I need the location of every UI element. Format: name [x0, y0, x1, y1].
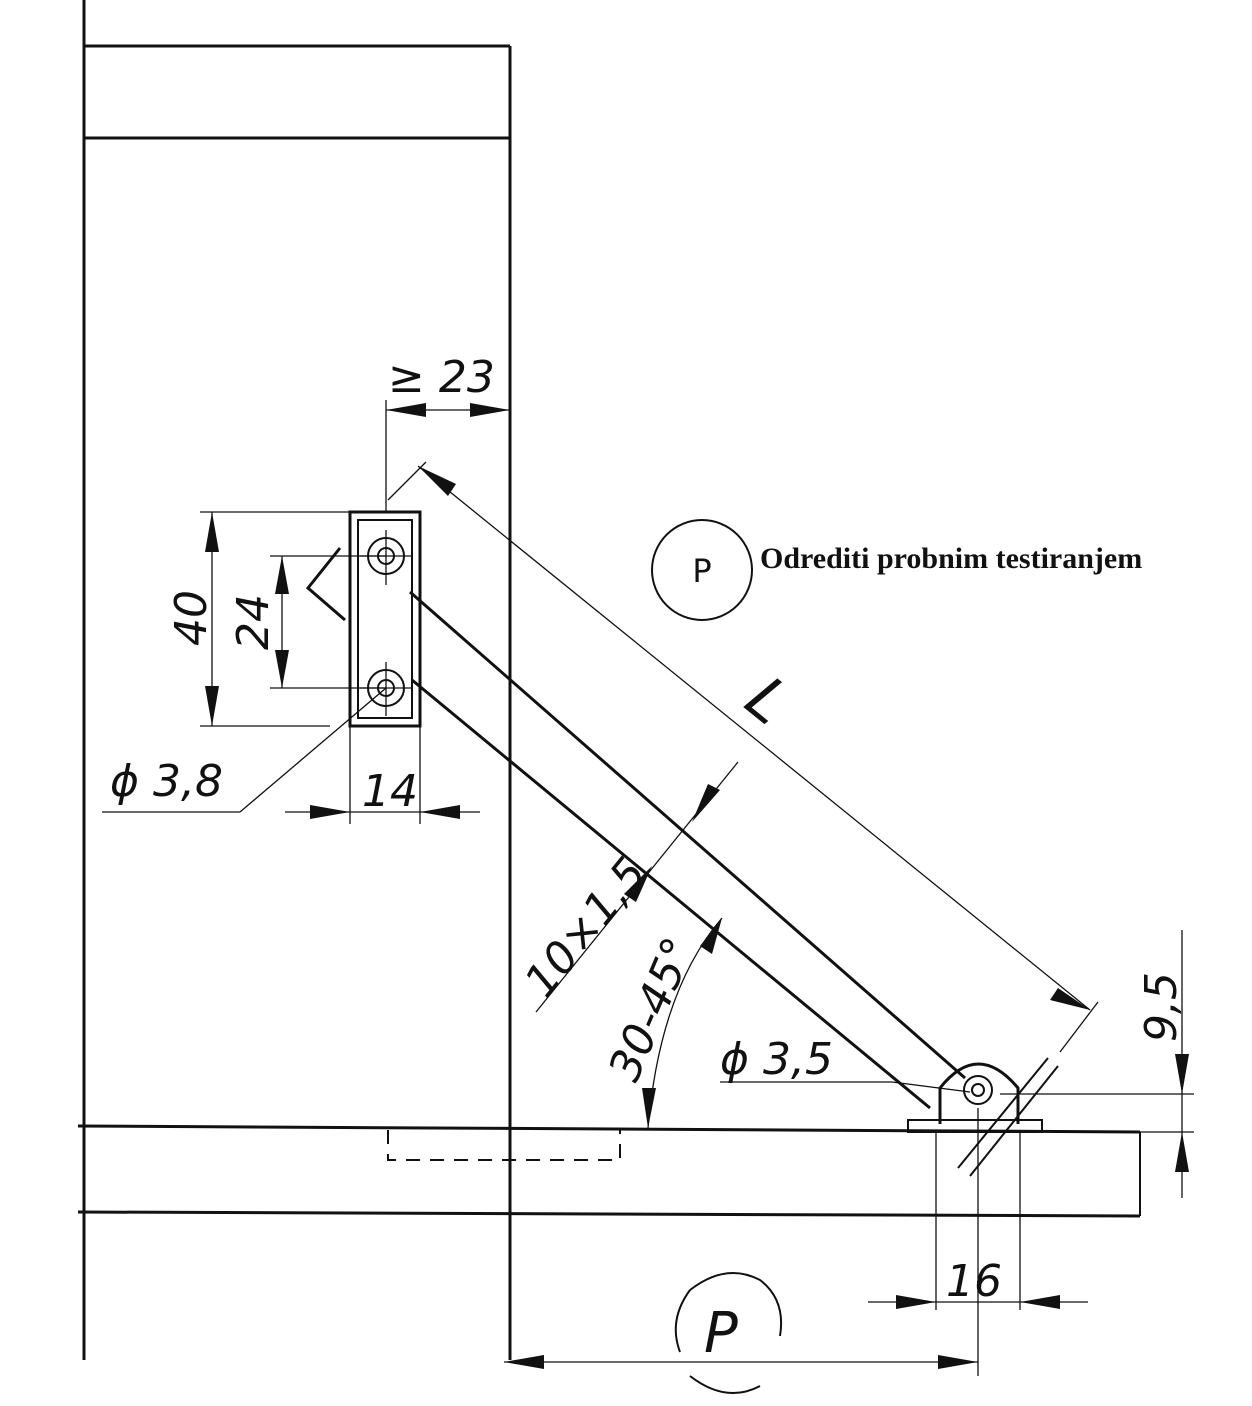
- legend-symbol: P: [692, 552, 711, 590]
- dim-hole-diameter-top: [102, 687, 387, 813]
- dim-bracket-height: [200, 511, 350, 727]
- dim-pivot-height: [1000, 930, 1194, 1198]
- dim-hole-diameter-bottom: [720, 1081, 971, 1093]
- dim-position: [504, 1108, 979, 1394]
- bracket-height-text: 40: [166, 590, 217, 646]
- legend: [651, 519, 753, 621]
- legend-text: Odrediti probnim testiranjem: [760, 542, 1142, 575]
- pivot-height-text: 9,5: [1136, 972, 1187, 1042]
- hole-spacing-text: 24: [228, 594, 279, 650]
- dim-hole-spacing: [270, 555, 386, 689]
- upper-bracket: [348, 510, 422, 728]
- dim-length: [387, 461, 1099, 1053]
- hole-diameter-top-text: ϕ 3,8: [110, 756, 223, 807]
- base-width-text: 16: [946, 1256, 1002, 1307]
- lower-pivot: [907, 1057, 1059, 1177]
- dim-angle: [642, 917, 723, 1129]
- length-text: L: [733, 663, 803, 738]
- min-offset-text: ≥ 23: [388, 352, 495, 403]
- bracket-width-text: 14: [362, 766, 418, 817]
- angle-text: 30-45°: [599, 930, 705, 1088]
- hole-diameter-bottom-text: ϕ 3,5: [720, 1034, 833, 1085]
- stay-bar: [305, 547, 966, 1110]
- dim-bracket-width: [285, 726, 480, 824]
- dim-min-offset: ≥ 23: [385, 400, 510, 512]
- cabinet-panel: [82, 0, 512, 1360]
- legend-symbol-circle: [651, 519, 753, 621]
- dim-bar-section: [535, 761, 739, 1013]
- position-symbol-text: P: [704, 1301, 738, 1366]
